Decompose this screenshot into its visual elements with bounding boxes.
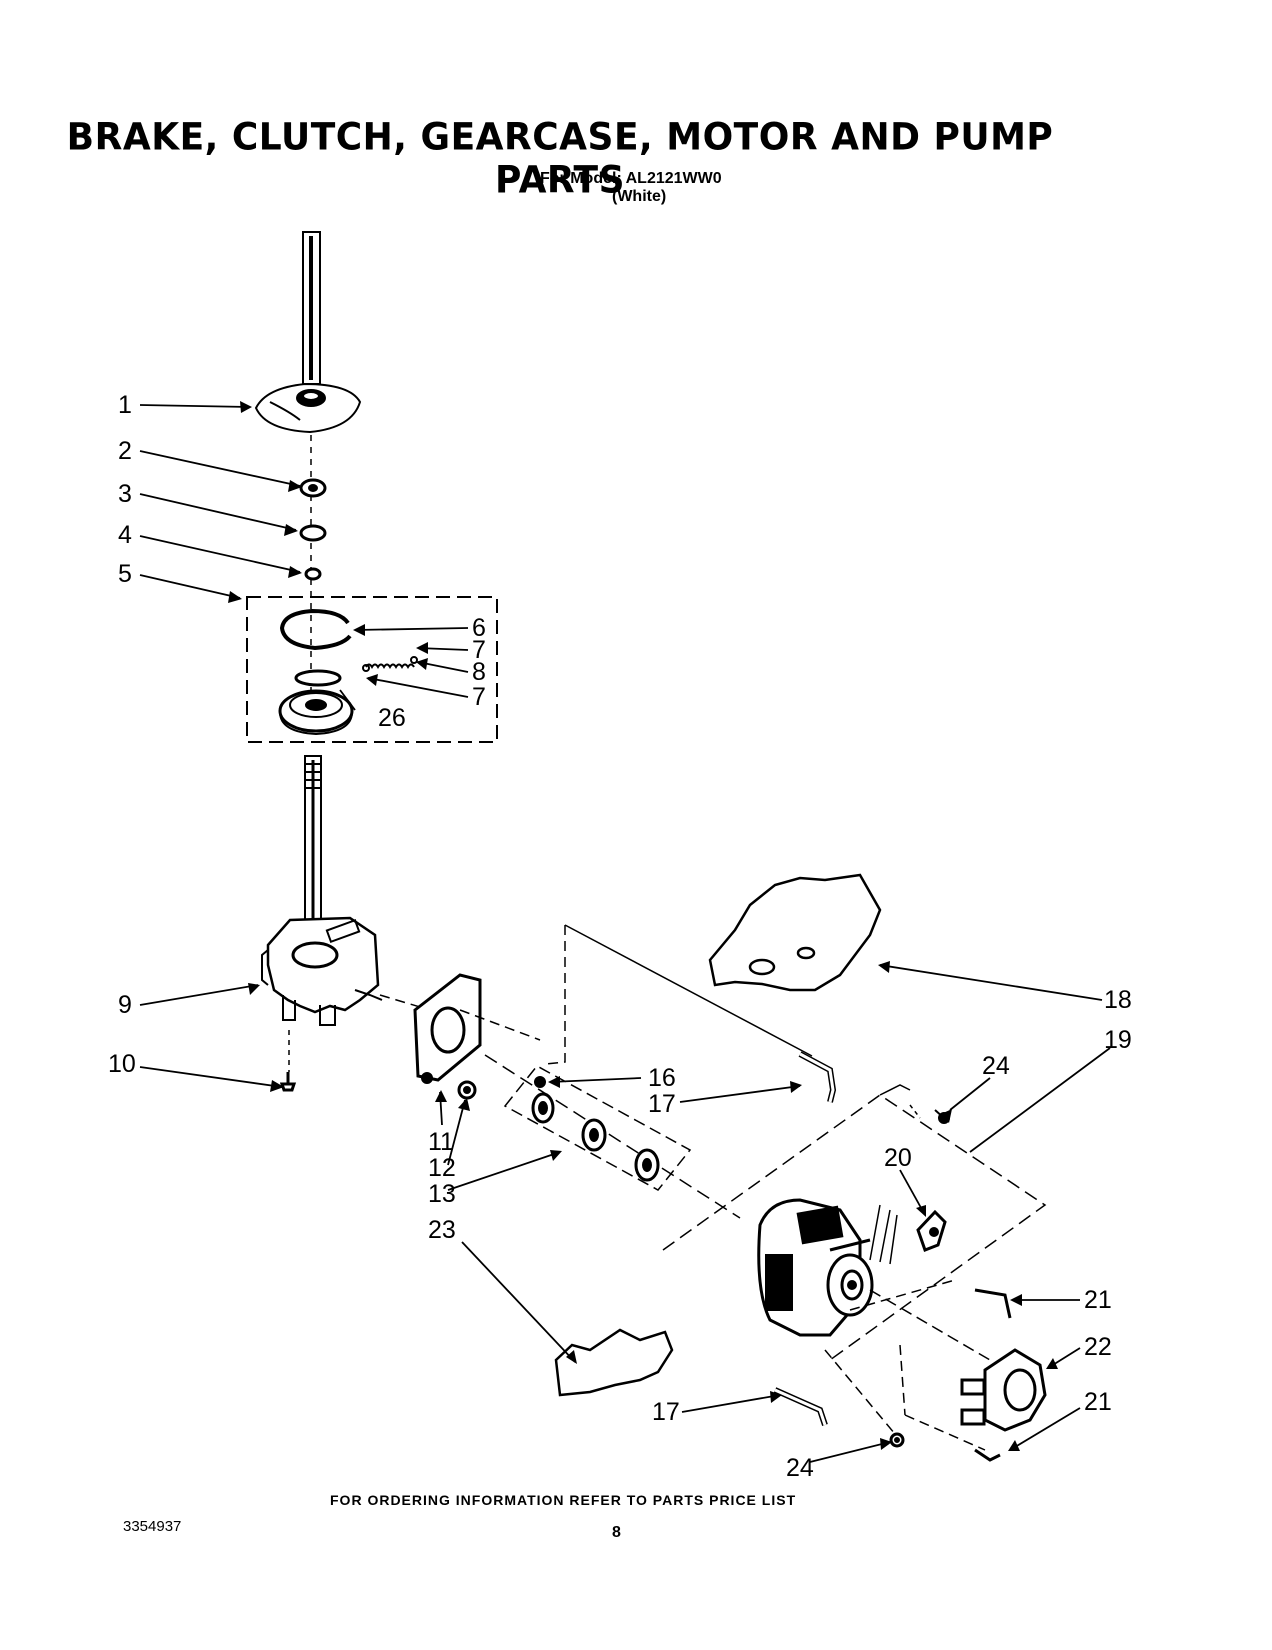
- callout-7b: 7: [472, 683, 486, 711]
- part-21-clip-lower: [974, 1448, 1001, 1462]
- callout-24b: 24: [786, 1454, 814, 1482]
- callout-17b: 17: [652, 1398, 680, 1426]
- callout-9: 9: [118, 991, 132, 1019]
- part-20-switch: [869, 1204, 947, 1265]
- callout-26: 26: [378, 704, 406, 732]
- ordering-note: FOR ORDERING INFORMATION REFER TO PARTS …: [330, 1492, 797, 1508]
- part-26-brake-drum: [278, 669, 354, 736]
- part-12-nut: [457, 1080, 477, 1100]
- callout-21: 21: [1084, 1286, 1112, 1314]
- callout-12: 12: [428, 1154, 456, 1182]
- callout-11: 11: [428, 1128, 454, 1156]
- page-number: 8: [612, 1524, 621, 1541]
- part-19-motor-box: [662, 1094, 1047, 1361]
- part-4-ring: [304, 567, 322, 581]
- doc-number: 3354937: [123, 1518, 182, 1535]
- part-19-motor: [757, 1198, 874, 1337]
- part-23-base-shield: [554, 1328, 674, 1397]
- callout-13: 13: [428, 1180, 456, 1208]
- callout-16: 16: [648, 1064, 676, 1092]
- part-8-spring: [362, 656, 418, 672]
- part-17-hose-lower: [773, 1387, 828, 1426]
- agitator-shaft-top: [302, 231, 321, 385]
- model-line: For Model: AL2121WW0: [540, 170, 722, 187]
- part-22-pump: [960, 1348, 1047, 1432]
- part-1-brake-cam: [254, 382, 362, 434]
- part-13-pump-gear-box: [503, 1065, 692, 1191]
- part-6-brake-band: [279, 608, 352, 651]
- callout-6: 6: [472, 614, 486, 642]
- callout-20: 20: [884, 1144, 912, 1172]
- color-line: (White): [612, 188, 667, 205]
- callout-2: 2: [118, 437, 132, 465]
- part-21-clip-upper: [974, 1288, 1012, 1319]
- part-9-gearcase: [261, 916, 383, 1026]
- part-17-hose-upper: [544, 924, 837, 1103]
- part-18-shield: [708, 873, 882, 992]
- callout-5: 5: [118, 560, 132, 588]
- callout-7: 7: [472, 636, 486, 664]
- part-3-washer: [299, 524, 327, 542]
- callout-22: 22: [1084, 1333, 1112, 1361]
- callout-10: 10: [108, 1050, 136, 1078]
- callout-21b: 21: [1084, 1388, 1112, 1416]
- callout-17: 17: [648, 1090, 676, 1118]
- callout-4: 4: [118, 521, 132, 549]
- callout-23: 23: [428, 1216, 456, 1244]
- callout-19: 19: [1104, 1026, 1132, 1054]
- part-2-washer: [299, 478, 327, 498]
- page-title: BRAKE, CLUTCH, GEARCASE, MOTOR AND PUMP …: [66, 115, 1054, 203]
- callout-24: 24: [982, 1052, 1010, 1080]
- callout-3: 3: [118, 480, 132, 508]
- callout-8: 8: [472, 658, 486, 686]
- part-11-mounting-plate: [413, 973, 482, 1084]
- part-10-bolt: [279, 1030, 297, 1092]
- part-24-screw-lower: [889, 1432, 905, 1448]
- part-16-pin: [534, 1076, 546, 1088]
- callout-18: 18: [1104, 986, 1132, 1014]
- callout-1: 1: [118, 391, 132, 419]
- part-5-brake-assembly-box: [246, 596, 498, 743]
